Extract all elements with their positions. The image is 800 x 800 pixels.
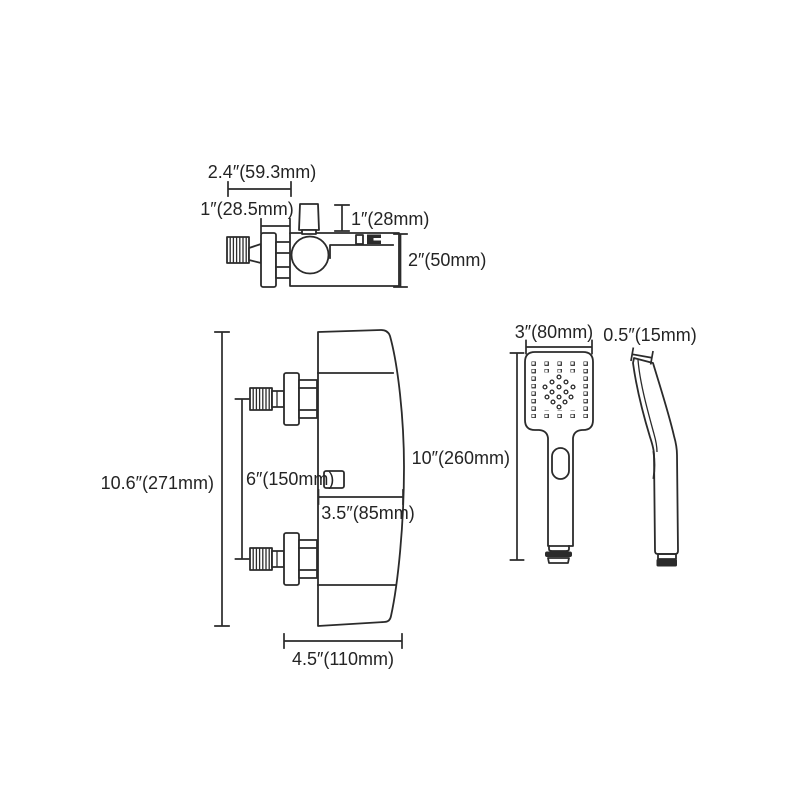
- dim-top-width-label: 2.4″(59.3mm): [208, 162, 316, 182]
- dim-head-width: 3″(80mm): [515, 322, 593, 355]
- top-valve-drawing: [226, 203, 400, 288]
- dim-body-depth-label: 3.5″(85mm): [321, 503, 414, 523]
- dim-top-body-height: 2″(50mm): [393, 233, 486, 288]
- main-valve-drawing: [249, 329, 405, 627]
- hand-shower-front-drawing: [524, 351, 594, 564]
- handle-slot: [551, 447, 570, 480]
- dim-base-width: 4.5″(110mm): [283, 633, 403, 669]
- top-valve-view: 2.4″(59.3mm) 1″(28.5mm) 1″(28mm) 2″(50mm…: [200, 162, 486, 288]
- dim-overall-height-label: 10.6″(271mm): [101, 473, 214, 493]
- dim-port-spacing: 6″(150mm): [234, 398, 334, 560]
- dim-overall-height: 10.6″(271mm): [101, 331, 230, 627]
- handle-slot-edge: [652, 450, 656, 480]
- hand-shower-front-view: 3″(80mm) 10″(260mm): [412, 322, 594, 564]
- hose-connector-side: [656, 553, 677, 567]
- dim-base-width-label: 4.5″(110mm): [292, 649, 394, 669]
- inlet-port-bottom: [249, 532, 318, 586]
- nozzle-diamond-cluster: [542, 374, 576, 410]
- dim-knob-height: 1″(28mm): [334, 204, 429, 232]
- dim-head-thickness: 0.5″(15mm): [603, 325, 697, 365]
- dim-shower-height: 10″(260mm): [412, 352, 525, 561]
- dim-shower-height-label: 10″(260mm): [412, 448, 510, 468]
- main-valve-view: 10.6″(271mm) 6″(150mm) 3.5″(85mm) 4.5″(1…: [101, 329, 415, 669]
- hand-shower-side-view: 0.5″(15mm): [603, 325, 697, 567]
- dim-port-spacing-label: 6″(150mm): [246, 469, 334, 489]
- spout-outlet: [323, 470, 345, 489]
- dim-top-width: 2.4″(59.3mm): [208, 162, 316, 197]
- dim-head-thickness-label: 0.5″(15mm): [603, 325, 696, 345]
- dim-head-width-label: 3″(80mm): [515, 322, 593, 342]
- hand-shower-side-drawing: [632, 357, 679, 567]
- clip-detail: [367, 234, 381, 244]
- dim-body-depth: 3.5″(85mm): [317, 489, 415, 523]
- dim-knob-height-label: 1″(28mm): [351, 209, 429, 229]
- hose-connector: [545, 545, 572, 564]
- dim-top-body-height-label: 2″(50mm): [408, 250, 486, 270]
- dim-top-inlet-offset: 1″(28.5mm): [200, 199, 294, 234]
- inlet-port-top: [249, 372, 318, 426]
- dim-top-inlet-offset-label: 1″(28.5mm): [200, 199, 293, 219]
